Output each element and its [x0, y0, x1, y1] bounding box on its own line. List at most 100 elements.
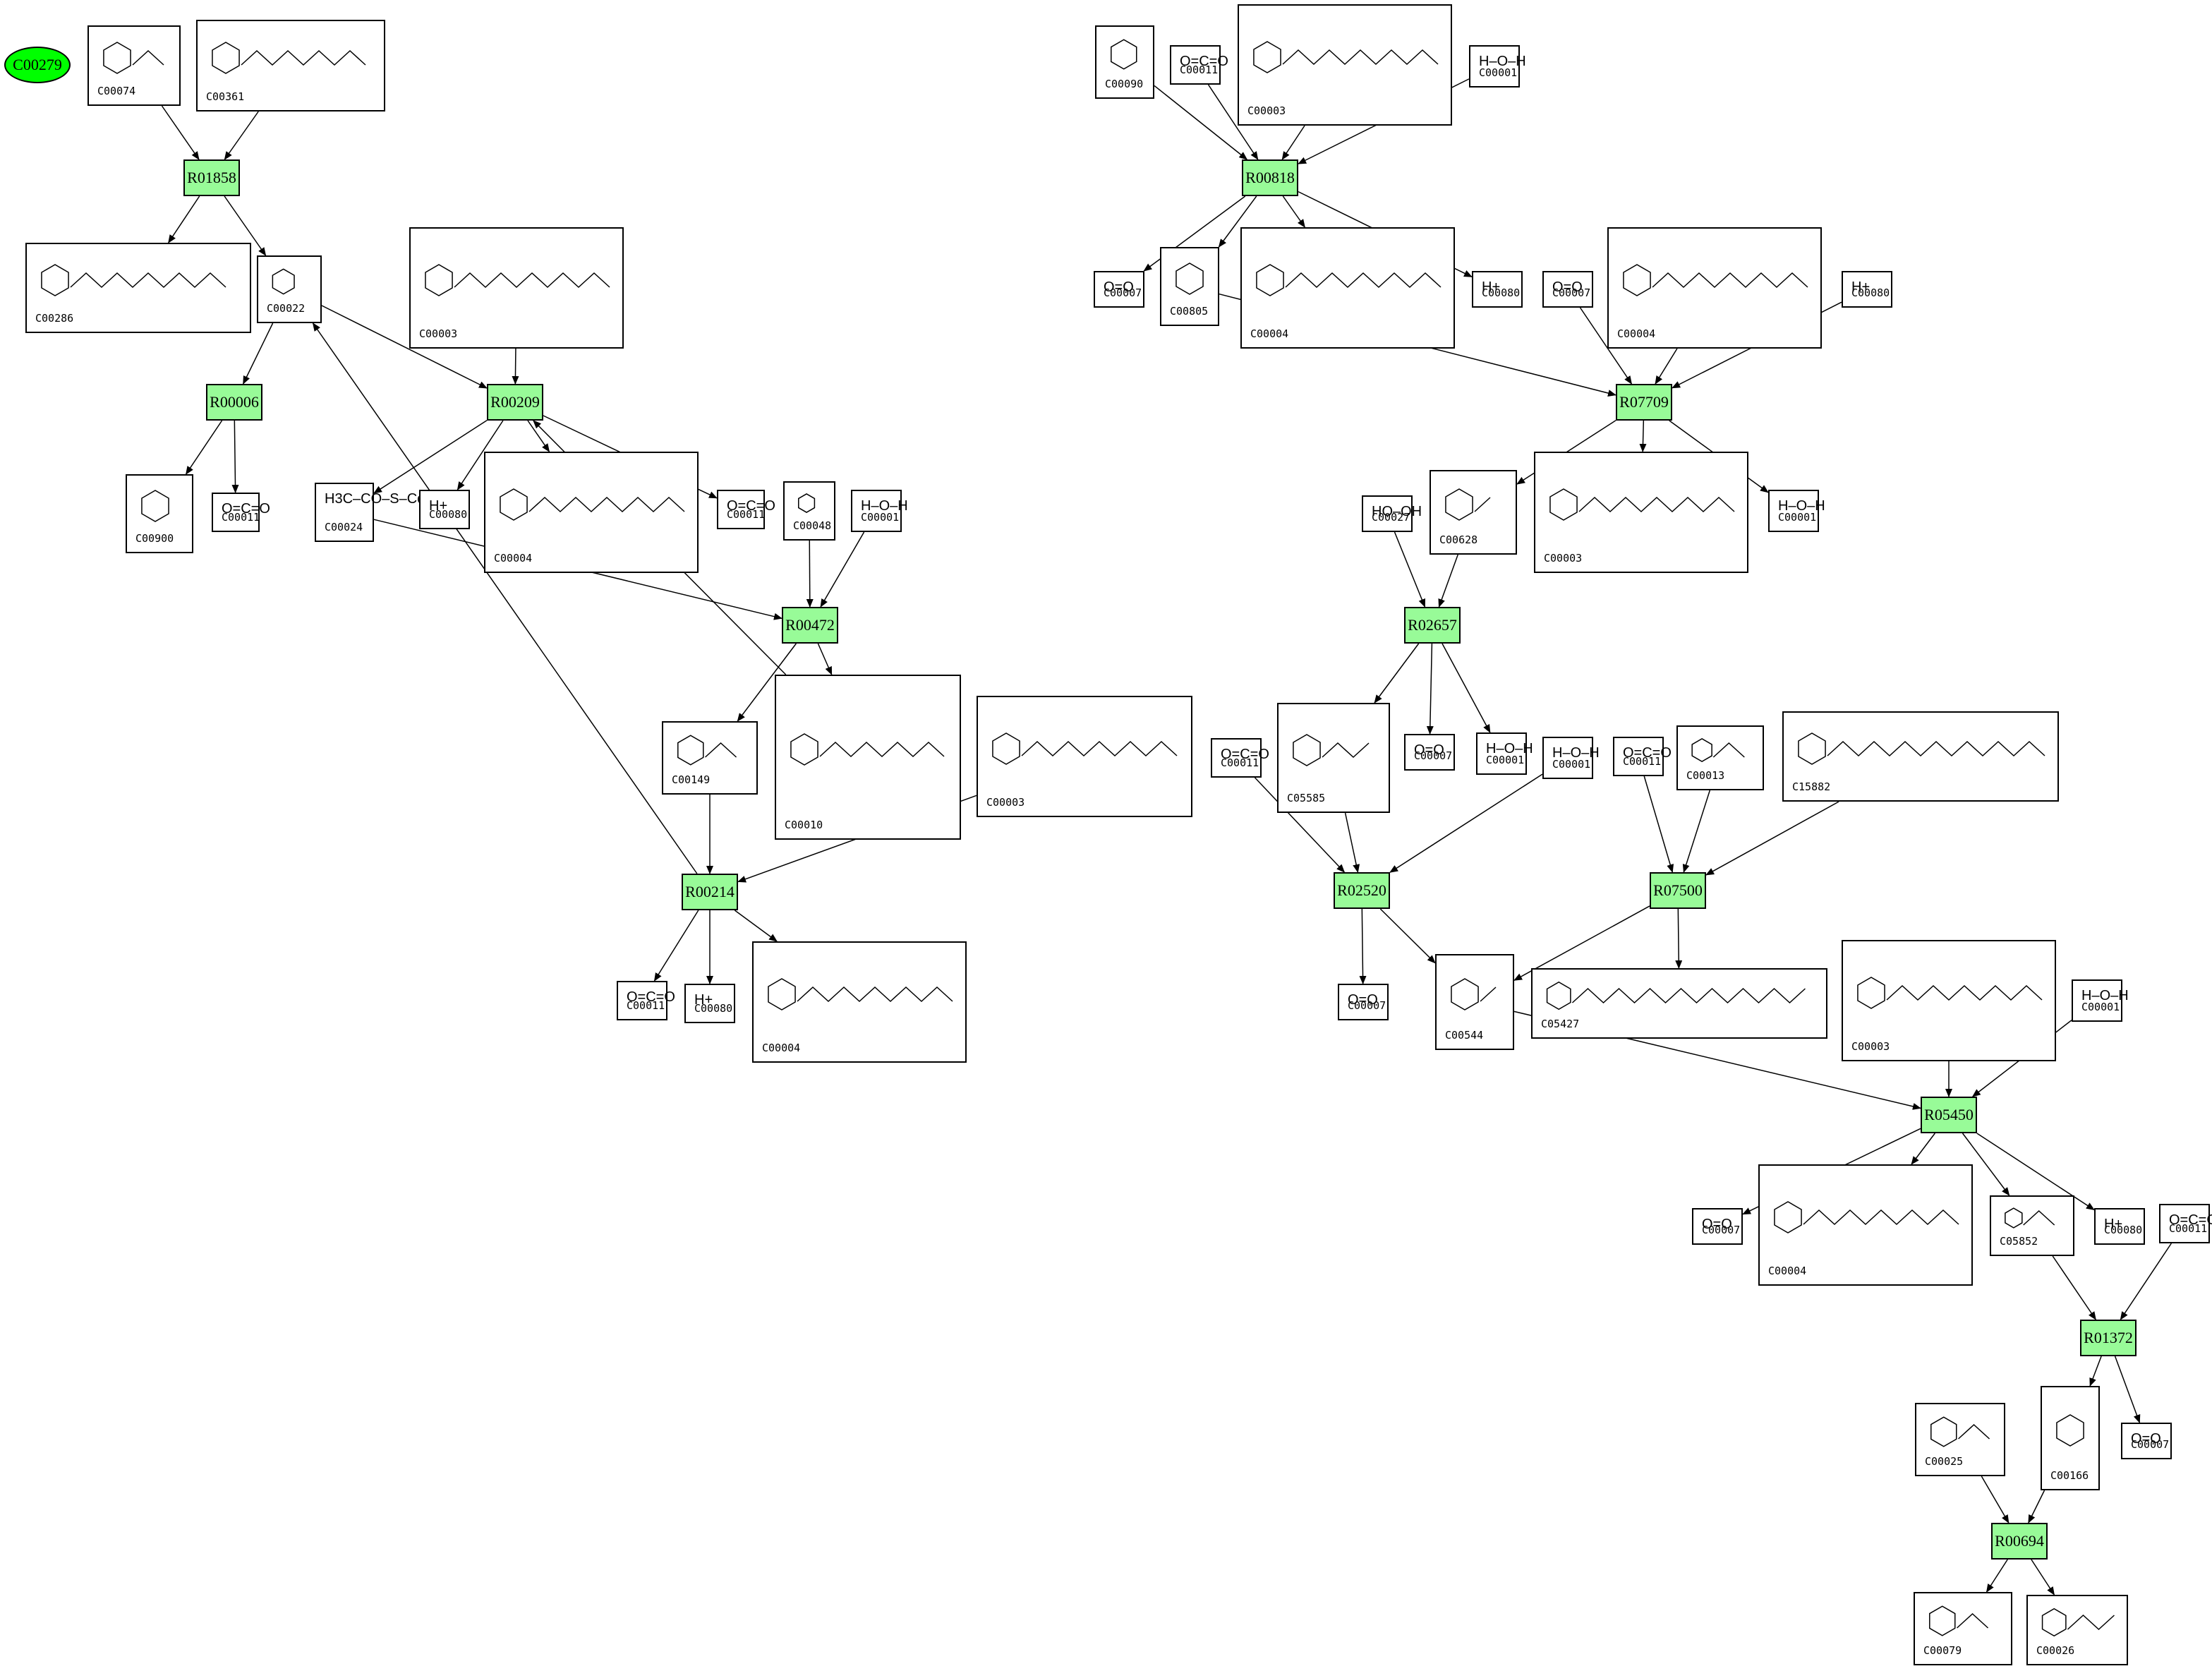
- compound-node[interactable]: H+C00080: [419, 490, 470, 529]
- compound-node[interactable]: C00361: [196, 20, 385, 111]
- compound-node[interactable]: C15882: [1782, 711, 2059, 802]
- compound-node[interactable]: C00003: [977, 696, 1192, 817]
- compound-node[interactable]: C00628: [1430, 470, 1517, 555]
- compound-node[interactable]: C00004: [1240, 227, 1455, 349]
- compound-node[interactable]: C00003: [1842, 940, 2056, 1061]
- compound-node[interactable]: C00022: [257, 255, 322, 323]
- compound-node[interactable]: C00003: [409, 227, 624, 349]
- compound-id-label: C00003: [1544, 552, 1583, 565]
- reaction-arrow: [224, 111, 259, 160]
- reaction-arrow: [1374, 643, 1420, 704]
- compound-id-label: C00011: [2169, 1222, 2208, 1235]
- reaction-node[interactable]: R07500: [1650, 872, 1706, 909]
- compound-node[interactable]: H+C00080: [684, 984, 735, 1023]
- reaction-arrow: [1986, 1559, 2008, 1593]
- structure-icon: [790, 733, 945, 766]
- compound-node[interactable]: C00010: [775, 675, 961, 840]
- reaction-arrow: [2031, 1559, 2055, 1595]
- compound-node[interactable]: H+C00080: [1472, 271, 1523, 308]
- reaction-arrow: [1254, 777, 1346, 873]
- structure-icon: [1691, 737, 1745, 763]
- compound-id-label: C00003: [986, 796, 1025, 809]
- reaction-arrow: [168, 195, 200, 243]
- compound-node[interactable]: C00544: [1435, 954, 1514, 1050]
- reaction-node[interactable]: R00214: [682, 874, 738, 910]
- compound-node[interactable]: C00074: [87, 25, 181, 106]
- compound-node[interactable]: C00149: [662, 721, 758, 795]
- compound-node[interactable]: C00805: [1160, 247, 1219, 326]
- compound-id-label: C00361: [206, 90, 245, 103]
- compound-node[interactable]: C00004: [1758, 1164, 1973, 1286]
- reaction-node[interactable]: R07709: [1616, 384, 1672, 421]
- reaction-node[interactable]: R00209: [487, 384, 543, 421]
- compound-node[interactable]: C05852: [1990, 1195, 2074, 1256]
- compound-node[interactable]: C00004: [484, 452, 699, 573]
- compound-node[interactable]: C00003: [1238, 4, 1452, 126]
- compound-node[interactable]: C00026: [2026, 1595, 2128, 1665]
- reaction-node[interactable]: R02520: [1334, 872, 1390, 909]
- compound-node[interactable]: C00013: [1676, 725, 1764, 790]
- compound-node[interactable]: C00900: [126, 474, 193, 553]
- reaction-node[interactable]: R00006: [206, 384, 262, 421]
- reaction-arrow: [2028, 1490, 2045, 1524]
- compound-formula: O=C=O: [222, 501, 270, 517]
- reaction-arrow: [243, 322, 274, 385]
- compound-node[interactable]: C05585: [1277, 703, 1390, 813]
- compound-id-label: C00079: [1923, 1644, 1962, 1657]
- compound-node[interactable]: C00003: [1534, 452, 1748, 573]
- compound-id-label: C00011: [627, 999, 665, 1012]
- structure-icon: [212, 42, 366, 74]
- compound-node[interactable]: C00090: [1095, 25, 1154, 99]
- compound-node[interactable]: C00004: [752, 941, 967, 1063]
- compound-node[interactable]: C00079: [1914, 1592, 2012, 1665]
- reaction-arrow: [1981, 1476, 2009, 1524]
- compound-id-label: C00080: [1482, 286, 1521, 299]
- compound-id-label: C00010: [785, 819, 823, 831]
- reaction-id-label: R07500: [1653, 881, 1703, 899]
- structure-icon: [500, 488, 685, 521]
- reaction-node[interactable]: R00472: [782, 607, 838, 644]
- compound-node[interactable]: C00166: [2041, 1386, 2100, 1490]
- reaction-node[interactable]: R00694: [1991, 1523, 2048, 1560]
- reaction-node[interactable]: R05450: [1921, 1097, 1977, 1133]
- compound-node[interactable]: C05427: [1531, 968, 1827, 1039]
- compound-formula: H–O–H: [2081, 988, 2129, 1003]
- compound-id-label: C00004: [762, 1042, 801, 1054]
- reaction-node[interactable]: R01858: [183, 159, 240, 196]
- compound-node[interactable]: C00048: [783, 481, 835, 541]
- reaction-node[interactable]: R02657: [1404, 607, 1461, 644]
- structure-icon: [41, 264, 226, 296]
- compound-node[interactable]: H+C00080: [1842, 271, 1892, 308]
- structure-icon: [1798, 732, 2045, 765]
- reaction-node[interactable]: R01372: [2080, 1320, 2137, 1356]
- start-compound-node[interactable]: C00279: [4, 47, 71, 83]
- reaction-arrow: [1207, 84, 1259, 160]
- compound-id-label: C05427: [1541, 1018, 1580, 1030]
- compound-node[interactable]: C00025: [1915, 1403, 2005, 1476]
- reaction-node[interactable]: R00818: [1242, 159, 1298, 196]
- compound-node[interactable]: H+C00080: [2094, 1208, 2145, 1245]
- compound-node[interactable]: C00004: [1607, 227, 1822, 349]
- compound-node[interactable]: C00286: [25, 243, 251, 333]
